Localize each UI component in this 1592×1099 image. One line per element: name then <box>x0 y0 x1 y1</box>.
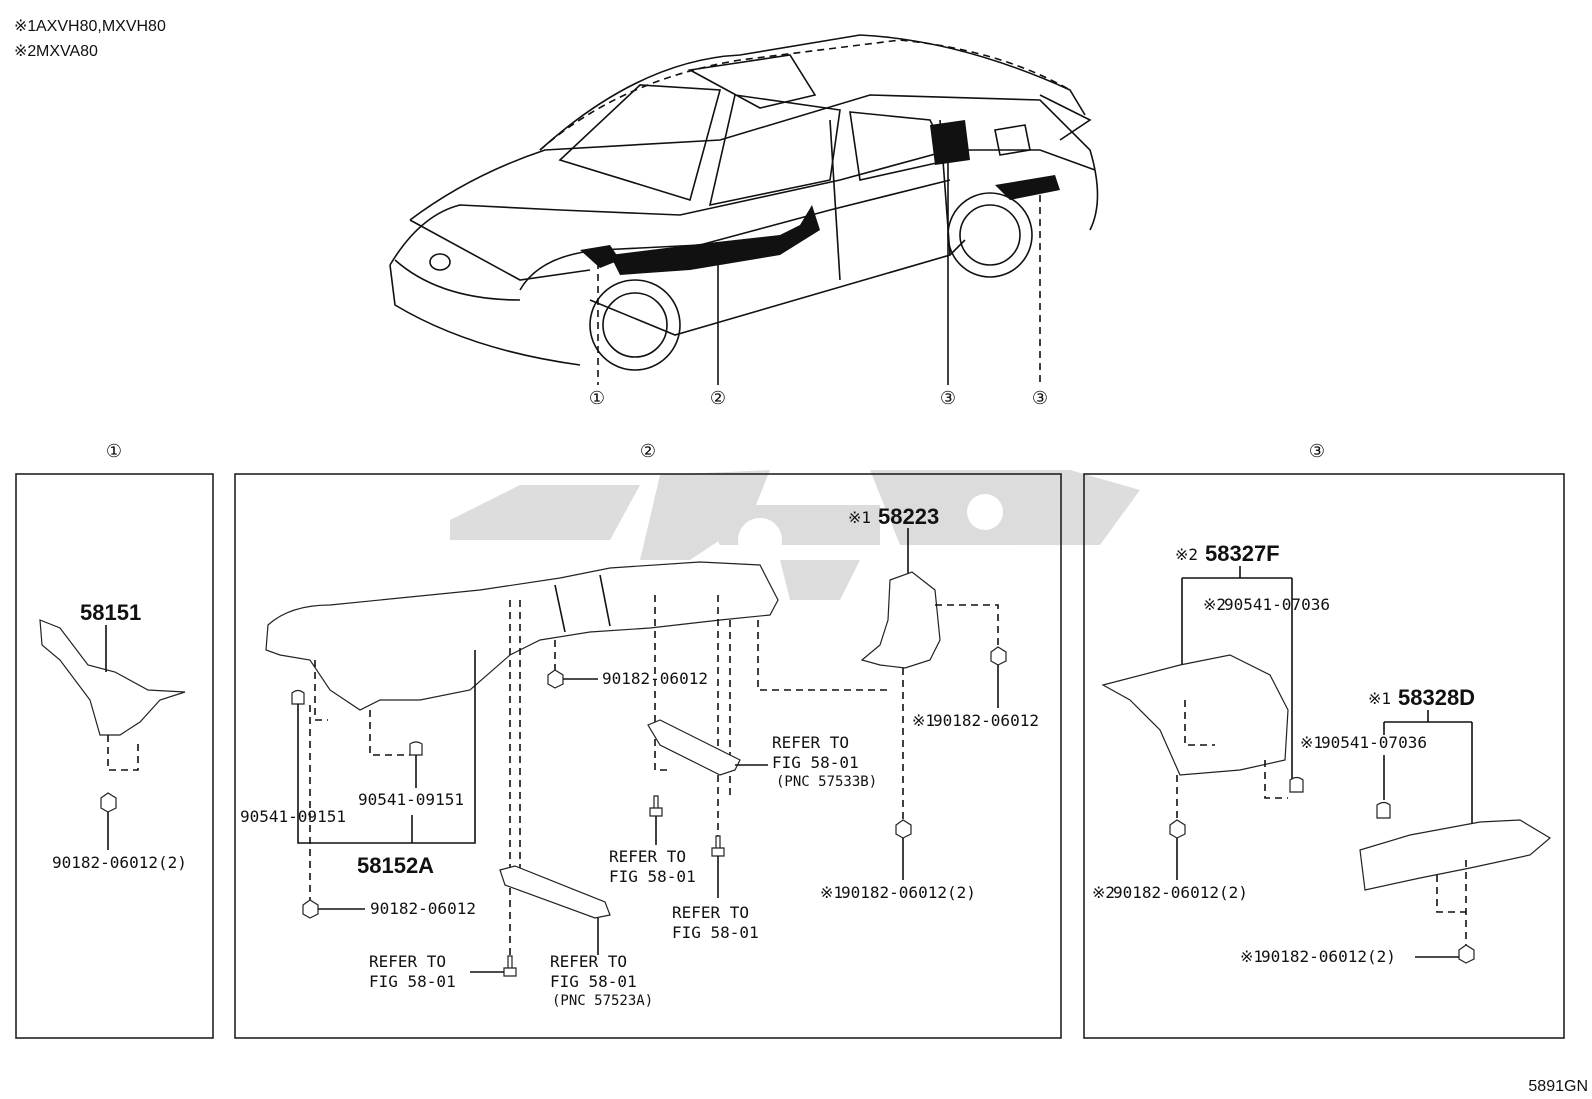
clip-icon-s3b <box>1376 801 1391 819</box>
clip-a-mark: ※2 <box>1203 595 1226 614</box>
nut-b-mark-s3: ※1 <box>1240 947 1263 966</box>
callout-2: ② <box>710 388 726 408</box>
nut-icon-b <box>547 669 564 689</box>
section-3-panel: ③ ※2 58327F ※2 90541-07036 ※2 90182-0601… <box>1083 441 1565 1039</box>
bracket-57533B-shape <box>647 719 741 776</box>
section-3-title: ③ <box>1309 441 1325 461</box>
nut-d-label: 90182-06012(2) <box>841 883 976 902</box>
clip-b-label-s3: 90541-07036 <box>1321 733 1427 752</box>
clip-a-label: 90541-09151 <box>240 807 346 826</box>
applicability-notes: ※1 AXVH80,MXVH80 ※2 MXVA80 <box>14 18 166 60</box>
section-2-title: ② <box>640 441 656 461</box>
part-58327F-label: 58327F <box>1205 541 1280 566</box>
watermark-logo <box>450 470 1140 600</box>
callout-3b: ③ <box>1032 388 1048 408</box>
part-58327F-mark: ※2 <box>1175 545 1198 564</box>
part-58328D-mark: ※1 <box>1368 689 1391 708</box>
nut-icon-s3b <box>1458 944 1475 964</box>
nut-icon-c <box>990 646 1007 666</box>
ref3-line1: REFER TO <box>672 903 749 922</box>
nut-a-label-s3: 90182-06012(2) <box>1113 883 1248 902</box>
nut-a-mark-s3: ※2 <box>1092 883 1115 902</box>
ref5-line2: FIG 58-01 <box>550 972 637 991</box>
part-58152A-label: 58152A <box>357 853 434 878</box>
ref5-line3: (PNC 57523A) <box>552 993 653 1009</box>
nut-c-label: 90182-06012 <box>933 711 1039 730</box>
section-2-panel: ② 90541-09151 90541-09151 58152A 90182-0… <box>234 441 1062 1039</box>
ref4-line2: FIG 58-01 <box>369 972 456 991</box>
clip-icon <box>291 689 305 705</box>
ref2-line1: REFER TO <box>609 847 686 866</box>
note-1-text: AXVH80,MXVH80 <box>36 18 166 35</box>
callout-1: ① <box>589 388 605 408</box>
nut-d-mark: ※1 <box>820 883 843 902</box>
part-58223-label: 58223 <box>878 504 939 529</box>
section-1-frame <box>15 473 214 1039</box>
ref1-line3: (PNC 57533B) <box>776 774 877 790</box>
vehicle-overview-drawing: ① ② ③ ③ <box>389 34 1099 408</box>
ref5-line1: REFER TO <box>550 952 627 971</box>
part-58223-mark: ※1 <box>848 508 871 527</box>
bolt-icon-c <box>503 955 517 977</box>
section-1-title: ① <box>106 441 122 461</box>
nut-b-label: 90182-06012 <box>602 669 708 688</box>
note-1-mark: ※1 <box>14 18 36 35</box>
nut-icon-s3a <box>1169 819 1186 839</box>
note-2-text: MXVA80 <box>36 43 98 60</box>
clip-icon-s3a <box>1289 776 1304 793</box>
clip-b-mark: ※1 <box>1300 733 1323 752</box>
section-3-frame <box>1083 473 1565 1039</box>
nut-icon-d <box>895 819 912 839</box>
ref3-line2: FIG 58-01 <box>672 923 759 942</box>
part-58151-label: 58151 <box>80 600 141 625</box>
ref2-line2: FIG 58-01 <box>609 867 696 886</box>
section-1-panel: ① 58151 90182-06012(2) <box>15 441 214 1039</box>
bolt-icon-b <box>711 835 725 857</box>
ref1-line2: FIG 58-01 <box>772 753 859 772</box>
clip-icon-2 <box>409 741 423 756</box>
nut-b-label-s3: 90182-06012(2) <box>1261 947 1396 966</box>
section-2-frame <box>234 473 1062 1039</box>
insulator-58151-shape <box>39 619 186 736</box>
nut-icon-a <box>302 899 319 919</box>
insulator-58328D-shape <box>1359 819 1552 891</box>
part-58328D-label: 58328D <box>1398 685 1475 710</box>
ref1-line1: REFER TO <box>772 733 849 752</box>
bolt-icon-a <box>649 795 663 817</box>
bracket-57523A-shape <box>499 865 611 919</box>
clip-b-label: 90541-09151 <box>358 790 464 809</box>
callout-3a: ③ <box>940 388 956 408</box>
nut-a-label: 90182-06012 <box>370 899 476 918</box>
insulator-58327F-shape <box>1101 654 1289 776</box>
insulator-58223-shape <box>860 571 941 669</box>
insulator-58152A-shape <box>265 561 779 711</box>
nut-c-mark: ※1 <box>912 711 935 730</box>
note-2-mark: ※2 <box>14 43 36 60</box>
clip-a-label-s3: 90541-07036 <box>1224 595 1330 614</box>
nut-icon <box>100 792 117 813</box>
s1-nut-label: 90182-06012(2) <box>52 853 187 872</box>
ref4-line1: REFER TO <box>369 952 446 971</box>
illustration-code: 5891GN <box>1528 1078 1588 1095</box>
